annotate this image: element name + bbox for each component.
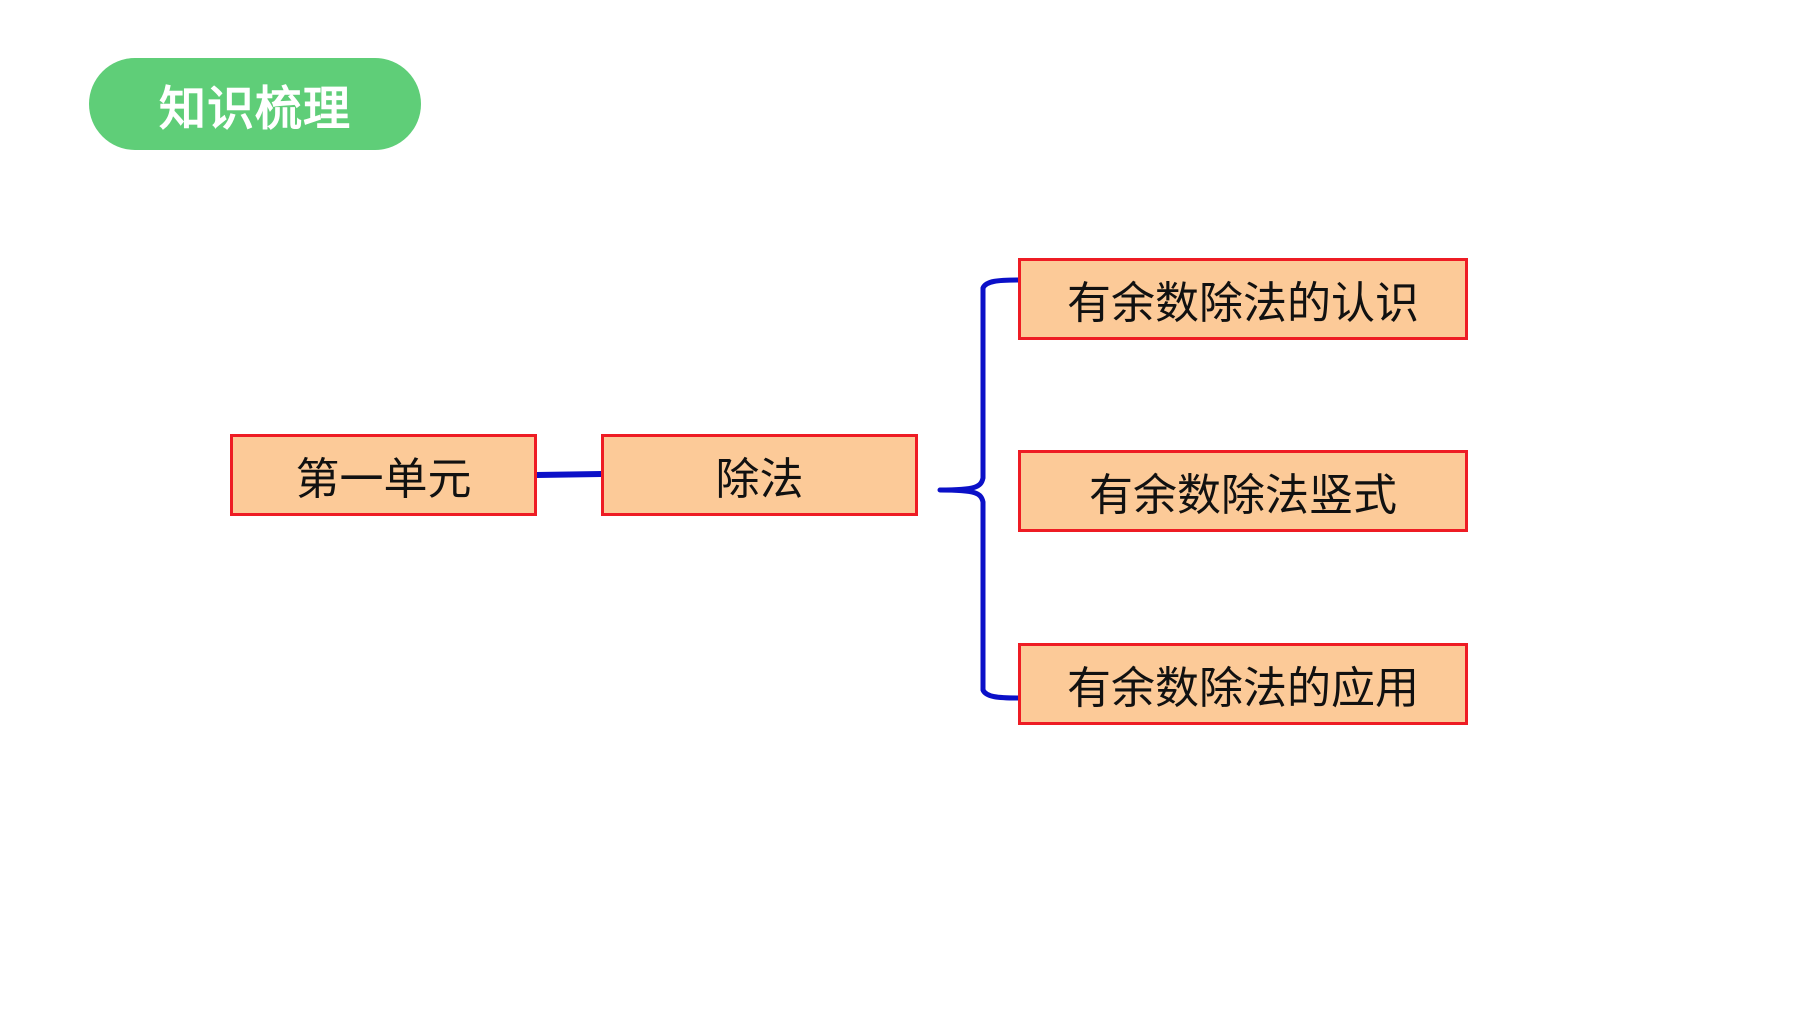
topic-node-remainder-intro: 有余数除法的认识 [1018, 258, 1468, 340]
root-branch-connector [534, 471, 604, 478]
topic-node-label: 有余数除法的应用 [1067, 663, 1419, 714]
section-title: 知识梳理 [89, 58, 421, 150]
unit-node: 第一单元 [230, 434, 537, 516]
topic-node-vertical-form: 有余数除法竖式 [1018, 450, 1468, 532]
curly-brace-connector [937, 277, 1021, 701]
section-title-text: 知识梳理 [159, 81, 351, 137]
division-node-label: 除法 [715, 454, 804, 505]
topic-node-label: 有余数除法的认识 [1067, 278, 1419, 329]
unit-node-label: 第一单元 [295, 454, 472, 505]
topic-node-application: 有余数除法的应用 [1018, 643, 1468, 725]
division-node: 除法 [601, 434, 918, 516]
topic-node-label: 有余数除法竖式 [1089, 470, 1397, 521]
